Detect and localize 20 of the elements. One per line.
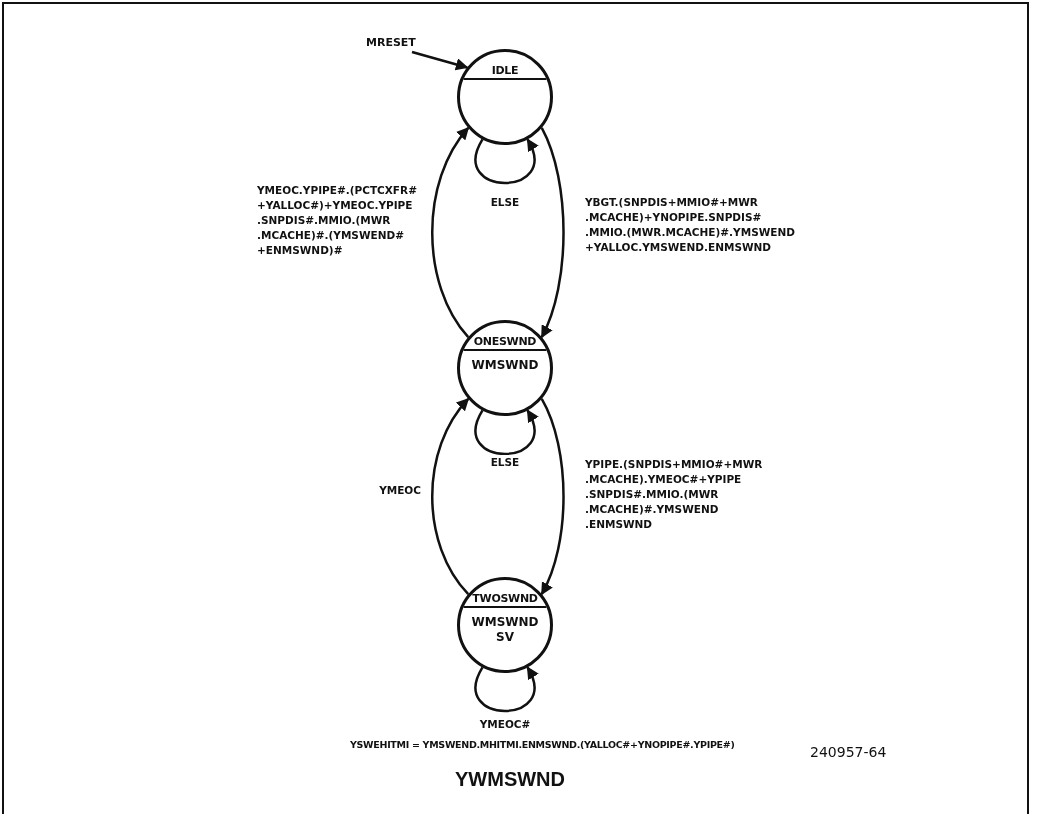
transition-arrow	[540, 127, 565, 339]
state-name: IDLE	[460, 52, 550, 80]
figure-number: 240957-64	[810, 744, 887, 760]
state-name: ONESWND	[460, 323, 550, 351]
transition-arrow	[474, 666, 538, 712]
transition-arrow	[411, 50, 469, 71]
transition-arrow	[474, 409, 538, 455]
transition-arrow	[540, 398, 565, 596]
transition-arrow	[431, 126, 470, 338]
signal-label: MRESET	[366, 36, 416, 49]
state-circle	[457, 320, 553, 416]
transition-arrow	[474, 138, 538, 184]
edge-label: YMEOC.YPIPE#.(PCTCXFR# +YALLOC#)+YMEOC.YPIPE .SNPDIS#.MMIO.(MWR .MCACHE)#.(YMSWEND# +ENMSWND)#	[257, 183, 417, 258]
state-name: TWOSWND	[460, 580, 550, 608]
equation-note: YSWEHITMI = YMSWEND.MHITMI.ENMSWND.(YALLOC#+YNOPIPE#.YPIPE#)	[350, 739, 735, 750]
state-output: WMSWND SV	[471, 615, 539, 645]
state-circle	[457, 577, 553, 673]
transition-arrow	[431, 397, 470, 595]
state-output: WMSWND	[471, 358, 539, 373]
diagram-title: YWMSWND	[454, 768, 566, 791]
